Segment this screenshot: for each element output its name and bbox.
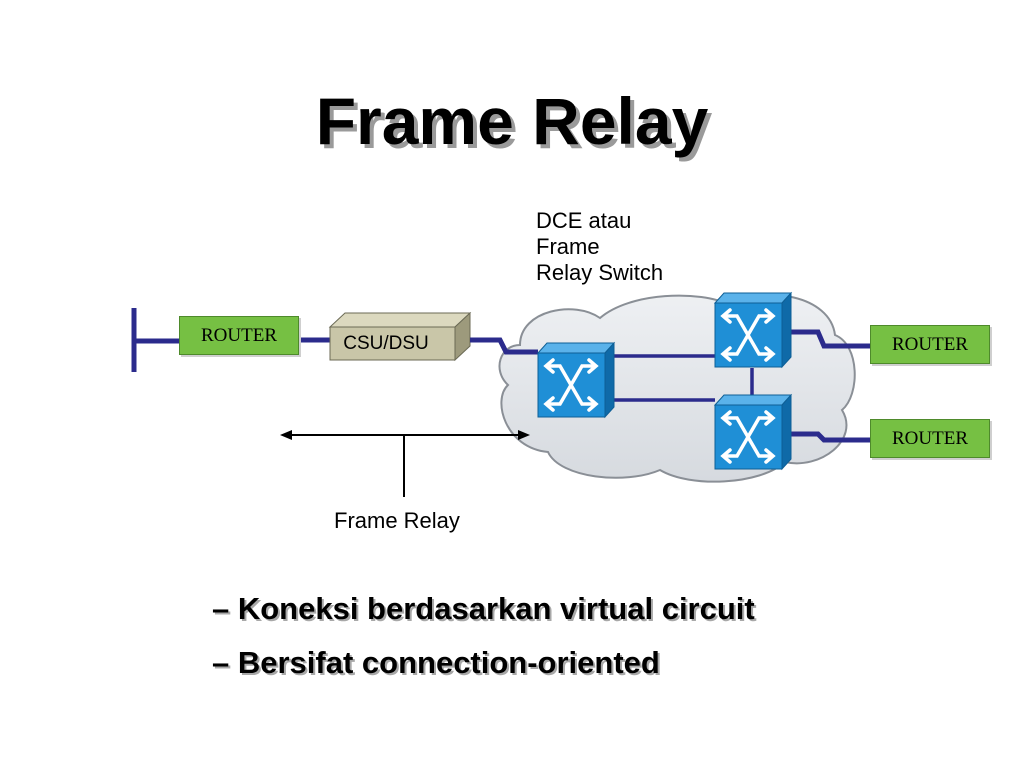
frame-relay-span-arrow	[280, 430, 530, 497]
csu-dsu-device	[328, 311, 472, 362]
switch-arrows-icon	[720, 410, 776, 464]
top-switch-to-router-serial-link	[788, 329, 870, 349]
frame-relay-switch-top	[713, 291, 793, 369]
frame-relay-switch-bottom	[713, 393, 793, 471]
router-left: ROUTER	[179, 316, 299, 355]
bullet-item: – Koneksi berdasarkan virtual circuit	[212, 591, 755, 626]
dce-label-line-1: DCE atau	[536, 208, 632, 233]
dce-label-line-3: Relay Switch	[536, 260, 664, 285]
bullet-list: – Koneksi berdasarkan virtual circuit – …	[212, 582, 755, 690]
bullet-item: – Bersifat connection-oriented	[212, 645, 660, 680]
frame-relay-span-label: Frame Relay	[334, 508, 460, 533]
dce-label-line-2: Frame	[536, 234, 600, 259]
frame-relay-switch-left	[536, 341, 616, 419]
router-right-bottom: ROUTER	[870, 419, 990, 458]
slide-title: Frame Relay	[315, 84, 709, 158]
switch-arrows-icon	[543, 358, 599, 412]
bottom-switch-to-router-serial-link	[788, 431, 870, 443]
router-right-top: ROUTER	[870, 325, 990, 364]
dce-switch-label: DCE atau Frame Relay Switch	[536, 208, 663, 286]
csu-to-switch-serial-link	[470, 337, 538, 355]
switch-arrows-icon	[720, 308, 776, 362]
csu-dsu-label: CSU/DSU	[343, 333, 429, 354]
